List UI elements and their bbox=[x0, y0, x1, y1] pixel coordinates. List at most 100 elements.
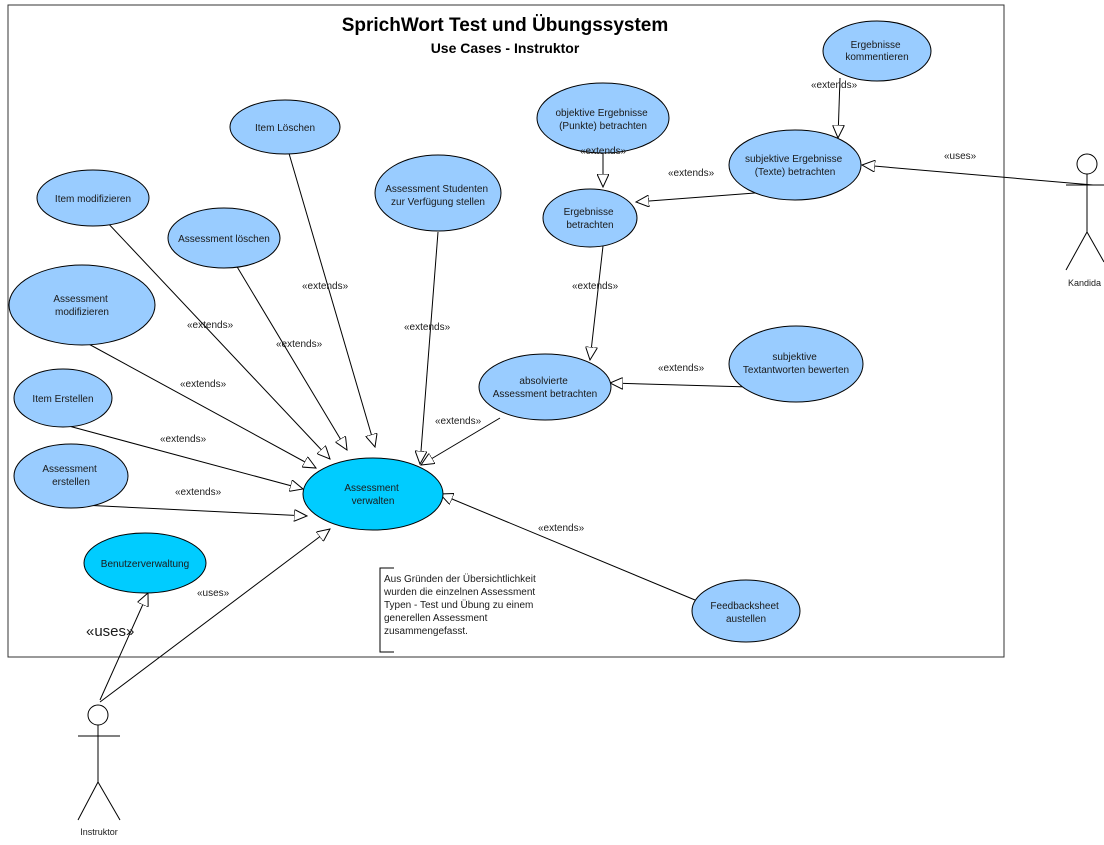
svg-text:Assessment erstellen: Assessment erstellen bbox=[42, 464, 99, 488]
label-extends: «extends» bbox=[668, 168, 715, 179]
svg-text:Ergebnisse kommentieren: Ergebnisse kommentieren bbox=[845, 40, 908, 63]
label-extends: «extends» bbox=[276, 339, 323, 350]
usecase-benutzerverwaltung[interactable]: Benutzerverwaltung bbox=[83, 532, 207, 594]
label-uses: «uses» bbox=[197, 588, 230, 599]
note: Aus Gründen der Übersichtlichkeit wurden… bbox=[379, 567, 539, 653]
actor-kandidat-label: Kandida bbox=[1068, 278, 1101, 288]
edge-ergebnisse-betrachten bbox=[590, 245, 604, 360]
label-extends: «extends» bbox=[180, 379, 227, 390]
usecase-ergebnisse-betrachten[interactable]: Ergebnisse betrachten bbox=[542, 188, 638, 248]
label-extends: «extends» bbox=[302, 281, 349, 292]
usecase-ergebnisse-kommentieren[interactable]: Ergebnisse kommentieren bbox=[822, 20, 932, 82]
edge-assessment-loeschen bbox=[235, 264, 347, 450]
edge-assessment-studenten bbox=[420, 231, 439, 464]
actor-instruktor-label: Instruktor bbox=[80, 827, 118, 837]
usecase-label: Item Erstellen bbox=[32, 394, 93, 405]
actor-head bbox=[87, 704, 109, 726]
svg-text:Assessment löschen: Assessment löschen bbox=[178, 234, 270, 245]
label-extends: «extends» bbox=[435, 416, 482, 427]
note-line: wurden die einzelnen Assessment bbox=[383, 587, 535, 598]
svg-text:objektive Ergebnisse (Pu: objektive Ergebnisse (Punkte) betrachten bbox=[555, 108, 650, 132]
usecase-label: Assessment bbox=[42, 464, 97, 475]
actor-leg-right bbox=[97, 781, 121, 821]
usecase-label: Item modifizieren bbox=[55, 194, 131, 205]
svg-text:subjektive Ergebnisse (T: subjektive Ergebnisse (Texte) betrachten bbox=[745, 154, 845, 178]
edge-absolvierte bbox=[421, 417, 501, 465]
note-line: generellen Assessment bbox=[384, 613, 488, 624]
usecase-label: erstellen bbox=[52, 477, 90, 488]
usecase-assessment-loeschen[interactable]: Assessment löschen bbox=[167, 207, 281, 269]
edge-assessment-erstellen bbox=[81, 504, 307, 516]
edge-ergebnisse-kommentieren bbox=[838, 77, 840, 138]
usecase-label: objektive Ergebnisse bbox=[555, 108, 648, 119]
label-extends: «extends» bbox=[175, 487, 222, 498]
diagram-subtitle: Use Cases - Instruktor bbox=[431, 40, 580, 56]
label-extends: «extends» bbox=[572, 281, 619, 292]
usecase-label: subjektive bbox=[772, 352, 817, 363]
svg-text:Item modifizieren: Item modifizieren bbox=[55, 194, 131, 205]
usecase-feedbacksheet[interactable]: Feedbacksheet austellen bbox=[691, 579, 801, 643]
note-line: Aus Gründen der Übersichtlichkeit bbox=[384, 573, 536, 585]
actor-leg-left bbox=[1065, 231, 1088, 271]
usecase-label: Assessment Studenten bbox=[385, 184, 488, 195]
usecase-label: Assessment löschen bbox=[178, 234, 270, 245]
svg-text:subjektive Textantworten: subjektive Textantworten bewerten bbox=[743, 352, 849, 376]
actor-kandidat[interactable] bbox=[1065, 153, 1104, 271]
edge-instruktor-benutzerverwaltung bbox=[99, 593, 148, 701]
svg-text:Item Löschen: Item Löschen bbox=[255, 123, 315, 134]
edge-subjektive-ergebnisse bbox=[636, 192, 756, 202]
edge-assessment-modifizieren bbox=[84, 341, 316, 468]
label-extends: «extends» bbox=[811, 80, 858, 91]
label-extends: «extends» bbox=[538, 523, 585, 534]
edge-item-loeschen bbox=[287, 149, 375, 447]
label-extends: «extends» bbox=[658, 363, 705, 374]
label-uses-large: «uses» bbox=[86, 623, 134, 640]
usecase-assessment-studenten[interactable]: Assessment Studenten zur Verfügung stell… bbox=[374, 154, 502, 232]
svg-text:Item Erstellen: Item Erstellen bbox=[32, 394, 93, 405]
edge-kandidat-uses bbox=[862, 165, 1094, 186]
svg-text:Assessment modifizieren: Assessment modifizieren bbox=[53, 294, 110, 318]
relationship-lines bbox=[64, 77, 1094, 703]
usecase-label: kommentieren bbox=[845, 52, 908, 63]
label-extends: «extends» bbox=[160, 434, 207, 445]
label-extends: «extends» bbox=[580, 146, 627, 157]
usecase-subjektive-ergebnisse[interactable]: subjektive Ergebnisse (Texte) betrachten bbox=[728, 129, 862, 201]
usecase-label: Assessment bbox=[53, 294, 108, 305]
usecase-assessment-modifizieren[interactable]: Assessment modifizieren bbox=[8, 264, 156, 346]
edge-subjektive-bewerten bbox=[610, 383, 751, 387]
label-extends: «extends» bbox=[187, 320, 234, 331]
usecase-label: Item Löschen bbox=[255, 123, 315, 134]
note-line: Typen - Test und Übung zu einem bbox=[384, 599, 533, 611]
edge-feedbacksheet bbox=[440, 494, 696, 601]
usecase-label: Feedbacksheet bbox=[710, 601, 779, 612]
relationship-labels: «extends» «extends» «extends» «extends» … bbox=[86, 80, 977, 640]
diagram-title: SprichWort Test und Übungssystem bbox=[342, 15, 669, 36]
actor-head bbox=[1076, 153, 1098, 175]
svg-text:Assessment Studenten zur: Assessment Studenten zur Verfügung stell… bbox=[385, 184, 491, 208]
usecase-label: Assessment bbox=[344, 483, 399, 494]
usecase-absolvierte-assessment[interactable]: absolvierte Assessment betrachten bbox=[478, 353, 612, 421]
usecase-item-erstellen[interactable]: Item Erstellen bbox=[13, 368, 113, 428]
svg-text:Feedbacksheet austellen: Feedbacksheet austellen bbox=[710, 601, 781, 625]
usecase-label: betrachten bbox=[566, 220, 613, 231]
edge-item-erstellen bbox=[64, 424, 303, 489]
usecase-subjektive-textantworten[interactable]: subjektive Textantworten bewerten bbox=[728, 325, 864, 403]
usecase-label: Assessment betrachten bbox=[493, 389, 598, 400]
usecase-assessment-verwalten[interactable]: Assessment verwalten bbox=[302, 457, 444, 531]
usecase-item-loeschen[interactable]: Item Löschen bbox=[229, 99, 341, 155]
svg-text:Benutzerverwaltung: Benutzerverwaltung bbox=[101, 559, 189, 570]
edge-item-modifizieren bbox=[104, 219, 330, 459]
usecase-label: Ergebnisse bbox=[564, 207, 614, 218]
usecase-label: verwalten bbox=[352, 496, 395, 507]
usecase-objektive-ergebnisse[interactable]: objektive Ergebnisse (Punkte) betrachten bbox=[536, 82, 670, 154]
usecase-label: Benutzerverwaltung bbox=[101, 559, 189, 570]
svg-text:Aus Gründen der Übersichtlichk: Aus Gründen der Übersichtlichkeit wurden… bbox=[383, 573, 539, 637]
usecase-item-modifizieren[interactable]: Item modifizieren bbox=[36, 169, 150, 227]
actor-instruktor[interactable] bbox=[77, 704, 121, 821]
usecase-label: zur Verfügung stellen bbox=[391, 197, 485, 208]
usecase-label: subjektive Ergebnisse bbox=[745, 154, 843, 165]
svg-text:absolvierte Assessment b: absolvierte Assessment betrachten bbox=[493, 376, 598, 400]
usecase-assessment-erstellen[interactable]: Assessment erstellen bbox=[13, 443, 129, 509]
svg-text:Ergebnisse betrachten: Ergebnisse betrachten bbox=[564, 207, 617, 231]
